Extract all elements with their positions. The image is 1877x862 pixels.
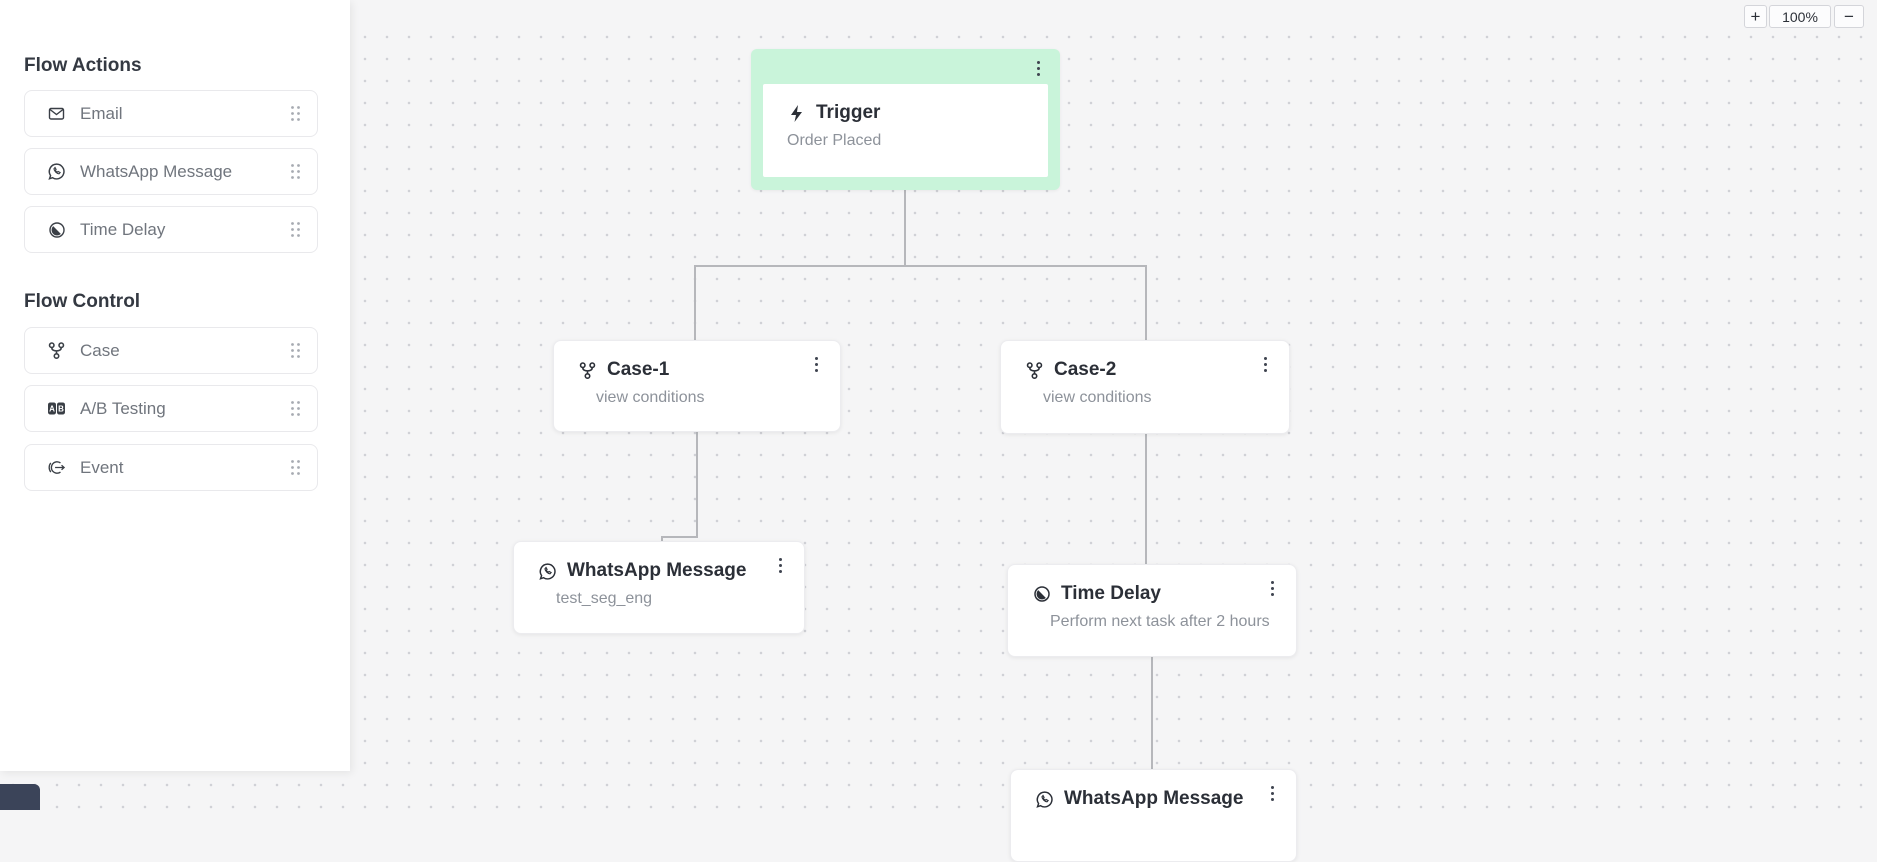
whatsapp-icon [47,162,66,181]
node-whatsapp-2[interactable]: WhatsApp Message [1010,769,1297,862]
kebab-menu-icon[interactable] [772,554,788,576]
node-subtitle: Order Placed [787,132,1024,150]
node-time-delay[interactable]: Time Delay Perform next task after 2 hou… [1007,564,1297,657]
sidebar-item-time-delay[interactable]: Time Delay [24,206,318,253]
node-title: WhatsApp Message [567,560,746,582]
sidebar-item-ab-testing[interactable]: A B A/B Testing [24,385,318,432]
node-title: Time Delay [1061,583,1161,605]
sidebar-item-label: A/B Testing [80,399,290,419]
node-title: Case-1 [607,359,669,381]
sidebar: Flow Actions Email WhatsApp Message [0,0,350,771]
sidebar-item-event[interactable]: Event [24,444,318,491]
edge-to-case2 [1145,265,1147,341]
view-conditions-link[interactable]: view conditions [1043,389,1265,407]
kebab-menu-icon[interactable] [1264,782,1280,804]
node-trigger-card[interactable]: Trigger Order Placed [763,84,1048,177]
case-icon [578,361,597,380]
sidebar-item-label: Time Delay [80,220,290,240]
sidebar-item-whatsapp-message[interactable]: WhatsApp Message [24,148,318,195]
event-icon [47,458,66,477]
node-subtitle: Perform next task after 2 hours [1050,613,1272,631]
whatsapp-icon [538,562,557,581]
drag-handle-icon[interactable] [290,163,301,180]
svg-text:A: A [49,405,55,414]
email-icon [47,104,66,123]
edge-case1-elbow [661,536,698,538]
drag-handle-icon[interactable] [290,459,301,476]
sidebar-item-email[interactable]: Email [24,90,318,137]
drag-handle-icon[interactable] [290,221,301,238]
svg-text:B: B [58,405,64,414]
case-icon [47,341,66,360]
node-case-2[interactable]: Case-2 view conditions [1000,340,1290,434]
kebab-menu-icon[interactable] [1257,353,1273,375]
edge-case1-down [696,429,698,538]
zoom-in-button[interactable]: + [1744,5,1767,28]
bottom-left-widget-fragment[interactable] [0,784,40,810]
node-trigger[interactable]: Trigger Order Placed [751,49,1060,190]
edge-to-case1 [694,265,696,341]
edge-to-timedelay [1145,433,1147,565]
lightning-icon [787,104,806,123]
drag-handle-icon[interactable] [290,342,301,359]
drag-handle-icon[interactable] [290,400,301,417]
zoom-out-button[interactable]: − [1834,5,1864,28]
edge-trigger-stem [904,189,906,267]
sidebar-item-label: WhatsApp Message [80,162,290,182]
time-delay-icon [47,220,66,239]
ab-testing-icon: A B [47,399,66,418]
edge-to-whatsapp2 [1151,656,1153,770]
section-title-flow-actions: Flow Actions [24,55,142,77]
time-delay-icon [1032,585,1051,604]
edge-branch-horizontal [694,265,1147,267]
kebab-menu-icon[interactable] [1264,577,1280,599]
kebab-menu-icon[interactable] [808,353,824,375]
sidebar-item-label: Email [80,104,290,124]
sidebar-item-label: Event [80,458,290,478]
node-title: Case-2 [1054,359,1116,381]
sidebar-item-label: Case [80,341,290,361]
drag-handle-icon[interactable] [290,105,301,122]
node-title: WhatsApp Message [1064,788,1243,810]
view-conditions-link[interactable]: view conditions [596,389,816,407]
node-subtitle: test_seg_eng [556,590,780,608]
whatsapp-icon [1035,790,1054,809]
case-icon [1025,361,1044,380]
node-case-1[interactable]: Case-1 view conditions [553,340,841,432]
zoom-level: 100% [1769,5,1831,28]
kebab-menu-icon[interactable] [1030,57,1046,79]
node-title: Trigger [816,102,880,124]
node-whatsapp-1[interactable]: WhatsApp Message test_seg_eng [513,541,805,634]
sidebar-item-case[interactable]: Case [24,327,318,374]
section-title-flow-control: Flow Control [24,291,140,313]
